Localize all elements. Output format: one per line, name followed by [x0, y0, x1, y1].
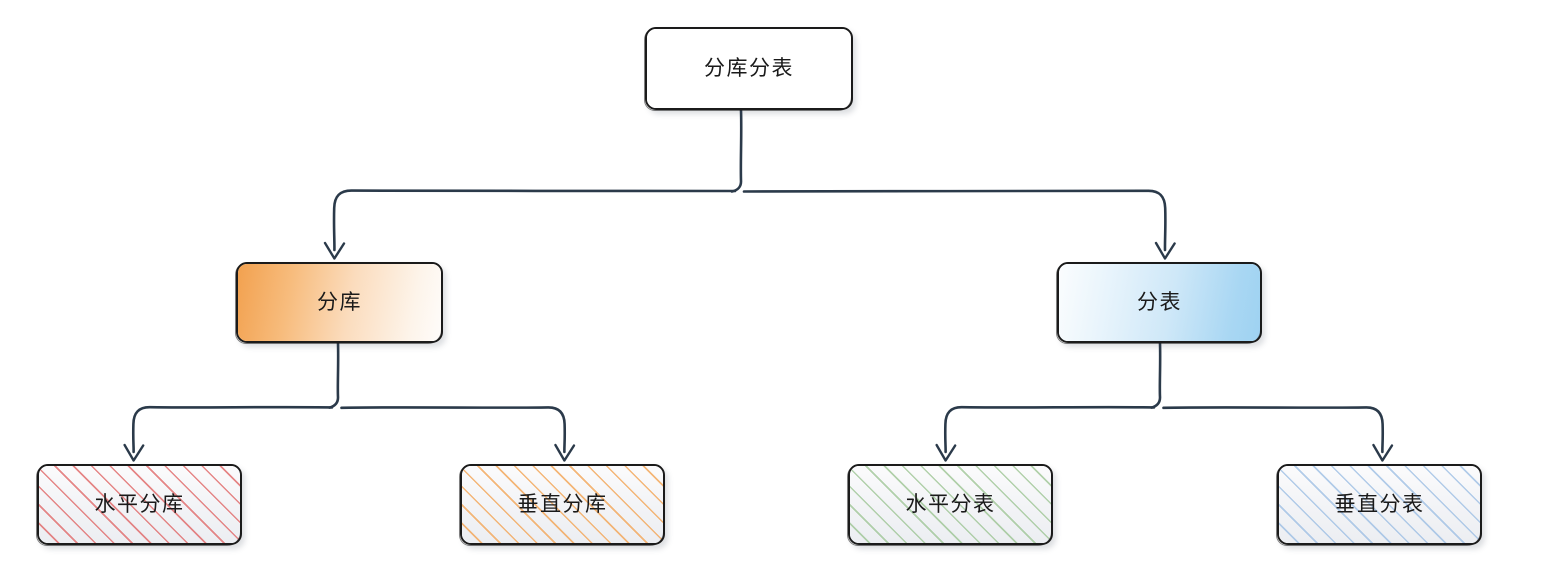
- node-root-label: 分库分表: [704, 57, 794, 80]
- arrowhead-fenbiao: [1154, 241, 1176, 260]
- edge-root-to-fenbiao: [742, 189, 1167, 252]
- node-fenbiao[interactable]: 分表: [1056, 262, 1262, 344]
- edge-fenbiao-stem: [1150, 341, 1162, 409]
- node-chuizhi-fenbiao-label: 垂直分表: [1334, 493, 1425, 516]
- arrowhead-chuizhi-fenku: [554, 443, 576, 462]
- node-fenbiao-fill: [1059, 264, 1260, 341]
- node-root-fill: [647, 29, 851, 108]
- edge-fenbiao-to-shuiping-fenbiao: [943, 405, 1156, 454]
- edge-root-to-fenku: [332, 189, 737, 252]
- arrowhead-fenku: [323, 241, 346, 260]
- node-root[interactable]: 分库分表: [644, 27, 853, 111]
- node-shuiping-fenbiao-hatch: [850, 466, 1051, 543]
- edge-fenku-to-shuiping-fenku: [131, 405, 334, 454]
- node-shuiping-fenku-hatch: [39, 466, 240, 543]
- node-chuizhi-fenku-hatch: [462, 466, 663, 543]
- edge-fenku-stem: [328, 341, 340, 409]
- node-chuizhi-fenbiao[interactable]: 垂直分表: [1276, 464, 1482, 546]
- arrowhead-chuizhi-fenbiao: [1372, 443, 1394, 462]
- node-shuiping-fenbiao[interactable]: 水平分表: [847, 464, 1053, 546]
- node-shuiping-fenbiao-label: 水平分表: [905, 493, 996, 516]
- arrowhead-shuiping-fenbiao: [935, 443, 957, 462]
- node-chuizhi-fenbiao-hatch: [1279, 466, 1480, 543]
- node-fenku-fill: [238, 264, 441, 341]
- node-shuiping-fenku-label: 水平分库: [94, 493, 185, 516]
- edge-root-stem: [730, 108, 743, 193]
- node-shuiping-fenku[interactable]: 水平分库: [36, 464, 242, 546]
- edge-fenku-to-chuizhi-fenku: [340, 406, 567, 454]
- arrowhead-shuiping-fenku: [123, 443, 145, 462]
- node-chuizhi-fenku[interactable]: 垂直分库: [459, 464, 665, 546]
- node-fenku[interactable]: 分库: [235, 262, 443, 344]
- node-fenku-label: 分库: [317, 291, 362, 314]
- edge-fenbiao-to-chuizhi-fenbiao: [1162, 406, 1385, 454]
- node-fenbiao-label: 分表: [1137, 291, 1182, 314]
- node-chuizhi-fenku-label: 垂直分库: [517, 493, 608, 516]
